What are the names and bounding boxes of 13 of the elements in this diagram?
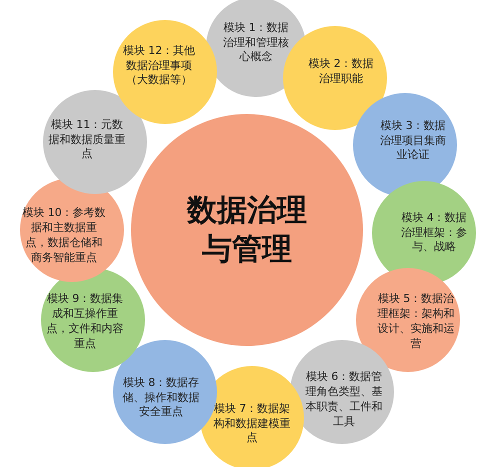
- module-label: 模块 10：参考数据和主数据重点，数据仓储和商务智能重点: [22, 206, 106, 266]
- module-label: 模块 6：数据管理角色类型、基本职责、工件和工具: [304, 370, 384, 430]
- module-label: 模块 4：数据治理框架：参与、战略: [400, 210, 468, 256]
- module-label: 模块 11：元数据和数据质量重点: [48, 118, 126, 162]
- module-label: 模块 3：数据治理项目集商业论证: [379, 118, 447, 164]
- module-label: 模块 1：数据治理和管理核心概念: [222, 20, 290, 66]
- module-label: 模块 8：数据存储、操作和数据安全重点: [122, 376, 200, 420]
- module-label: 模块 12：其他数据治理事项（大数据等）: [122, 44, 196, 88]
- module-label: 模块 5：数据治理框架：架构和设计、实施和运营: [376, 292, 456, 352]
- module-label: 模块 9：数据集成和互操作重点，文件和内容重点: [46, 292, 124, 352]
- module-label: 模块 7：数据架构和数据建模重点: [213, 402, 291, 446]
- title-text: 数据治理与管理: [186, 192, 308, 269]
- module-label: 模块 2：数据治理职能: [307, 57, 375, 87]
